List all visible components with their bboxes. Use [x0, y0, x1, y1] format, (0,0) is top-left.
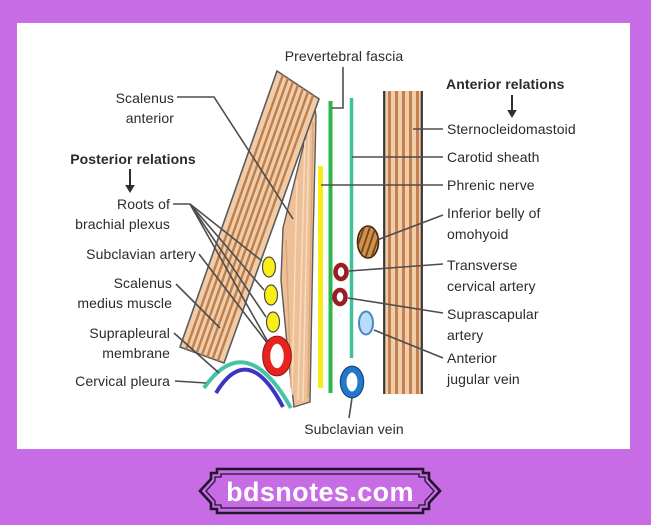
label-phrenic-nerve: Phrenic nerve [447, 177, 535, 193]
label-suprapleural-membrane: Suprapleural membrane [89, 325, 170, 361]
sternocleidomastoid-muscle [383, 91, 423, 394]
subclavian-artery-outline [262, 335, 292, 377]
suprapleural-membrane-arc [202, 360, 293, 409]
leader-anterior-jugular [373, 329, 444, 359]
cervical-pleura-arc [214, 367, 285, 408]
label-prevertebral-fascia: Prevertebral fascia [284, 48, 404, 64]
vertical-lines [318, 98, 354, 393]
pleura-arcs [202, 360, 293, 409]
leader-root-1 [189, 203, 263, 262]
leader-subclavian-artery [198, 253, 269, 345]
label-scalenus-medius: Scalenus medius muscle [77, 275, 172, 311]
structures [261, 225, 380, 399]
label-suprascapular-artery: Suprascapular artery [447, 306, 539, 343]
leader-lines [173, 67, 444, 419]
leader-subclavian-vein [348, 397, 353, 419]
label-subclavian-artery: Subclavian artery [86, 246, 196, 262]
brand-watermark: bdsnotes.com [226, 477, 414, 507]
label-carotid-sheath: Carotid sheath [447, 149, 540, 165]
brachial-plexus-root-3 [265, 311, 281, 333]
down-arrow-icon [125, 185, 135, 193]
brachial-plexus-root-1 [261, 256, 277, 278]
leader-prevertebral-fascia [332, 67, 344, 109]
omohyoid-hatching [357, 226, 379, 258]
brachial-plexus-root-2 [263, 284, 279, 306]
leader-root-3 [189, 203, 267, 318]
leader-root-2 [189, 203, 265, 291]
label-scalenus-anterior: Scalenus anterior [115, 90, 174, 126]
subclavian-artery-ring [262, 336, 292, 376]
down-arrow-icon [507, 110, 517, 118]
label-sternocleidomastoid: Sternocleidomastoid [447, 121, 576, 137]
subclavian-vein-outline [339, 365, 365, 399]
leader-root-4 [189, 203, 269, 343]
label-cervical-pleura: Cervical pleura [75, 373, 170, 389]
scalenus-medius-muscle [178, 69, 320, 365]
label-anterior-jugular-vein: Anterior jugular vein [447, 350, 520, 387]
label-transverse-cervical-artery: Transverse cervical artery [447, 257, 536, 294]
label-subclavian-vein: Subclavian vein [304, 421, 404, 437]
transverse-cervical-artery-ring [333, 262, 349, 282]
leader-suprascapular [347, 297, 444, 314]
subclavian-vein-ring [340, 366, 364, 398]
label-roots-brachial-plexus: Roots of brachial plexus [75, 196, 170, 232]
header-posterior-relations: Posterior relations [70, 151, 196, 167]
arrows [125, 95, 517, 193]
brand-plaque-frame [198, 467, 442, 515]
anterior-jugular-vein-oval [358, 310, 374, 336]
leader-scalenus-anterior [177, 96, 294, 220]
suprascapular-artery-ring [332, 287, 348, 307]
diagram-canvas [17, 23, 630, 449]
header-anterior-relations: Anterior relations [446, 76, 565, 92]
leader-cervical-pleura [174, 380, 207, 384]
leader-scalenus-medius [175, 283, 221, 329]
leader-suprapleural [173, 332, 220, 374]
label-inferior-belly-omohyoid: Inferior belly of omohyoid [447, 205, 541, 242]
leader-transverse-cervical [348, 263, 444, 272]
leader-omohyoid [376, 214, 444, 241]
